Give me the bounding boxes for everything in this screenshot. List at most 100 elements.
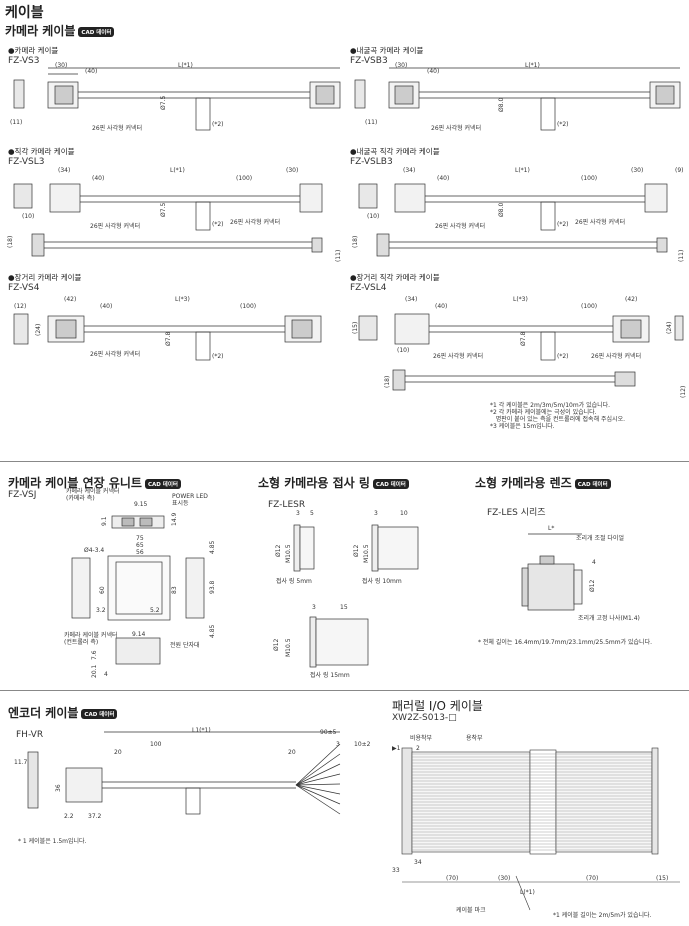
dim-label: 56 <box>136 549 144 556</box>
dim-label: Ø8.0 <box>498 98 505 112</box>
dim-label: (15) <box>656 875 668 882</box>
dim-label: (15) <box>352 322 359 334</box>
dim-label: 4.85 <box>209 540 216 554</box>
drawing-fz-les: L* 조리개 조절 다이얼 조리개 고정 나사(M1.4) 4 Ø12 <box>521 525 640 622</box>
parallel-title: 패러럴 I/O 케이블 <box>392 699 483 713</box>
cad-badge[interactable]: CAD 데이터 <box>78 26 115 37</box>
parallel-label: 용착부 <box>466 734 483 742</box>
item-model: FZ-VSL4 <box>350 283 387 293</box>
dim-label: (9) <box>675 167 684 174</box>
ext-label: (카메라 측) <box>66 495 95 502</box>
item-bullet: ●직각 카메라 케이블 <box>8 147 75 156</box>
dim-label: (11) <box>365 119 377 126</box>
dim-label: (40) <box>100 303 112 310</box>
dim-label: 90±5 <box>320 729 337 736</box>
dim-label: (30) <box>395 62 407 69</box>
dim-label: Ø7.8 <box>165 332 172 346</box>
dim-label: (40) <box>427 68 439 75</box>
encoder-note: * 1 케이블은 1.5m입니다. <box>18 838 87 845</box>
drawing-fz-vs4: (12) (42) (40) L(*3) (100) (24) (*2) Ø7.… <box>13 296 322 361</box>
dim-label: 93.8 <box>209 580 216 594</box>
dim-label: (*2) <box>212 121 224 128</box>
dim-label: 9.1 <box>101 516 108 526</box>
drawing-fz-vslb3: (34) (40) L(*1) (100) (30) (9) (10) (*2)… <box>352 167 685 262</box>
extension-model: FZ-VSJ <box>8 490 37 500</box>
encoder-model: FH-VR <box>16 730 44 740</box>
dim-label: (10) <box>22 213 34 220</box>
dim-label: ▶1 <box>392 745 401 752</box>
dim-label: (100) <box>581 175 597 182</box>
dim-label: M10.5 <box>363 544 370 563</box>
dim-label: 5.2 <box>150 607 160 614</box>
dim-label: (18) <box>384 376 391 388</box>
lens-model: FZ-LES 시리즈 <box>487 508 546 518</box>
dim-label: 3.2 <box>96 607 106 614</box>
dim-label: L(*1) <box>515 167 530 174</box>
dim-label: 65 <box>136 542 144 549</box>
lens-label: 조리개 고정 나사(M1.4) <box>578 614 640 622</box>
cad-badge[interactable]: CAD 데이터 <box>144 478 181 489</box>
dim-label: 20 <box>288 749 296 756</box>
dim-label: 2.2 <box>64 813 74 820</box>
item-model: FZ-VSB3 <box>350 56 388 66</box>
dim-label: (40) <box>85 68 97 75</box>
dim-label: 20.1 <box>91 664 98 678</box>
lens-note: * 전체 길이는 16.4mm/19.7mm/23.1mm/25.5mm가 있습… <box>478 639 652 646</box>
dim-label: 11.7 <box>14 759 28 766</box>
ring-label: 접사 링 5mm <box>276 577 312 585</box>
dim-label: (40) <box>437 175 449 182</box>
dim-label: (30) <box>631 167 643 174</box>
dim-label: Ø12 <box>273 638 280 651</box>
dim-label: (34) <box>58 167 70 174</box>
dim-label: 3 <box>312 604 316 611</box>
dim-label: 10 <box>400 510 408 517</box>
drawing-fz-vsb3: (30) (40) L(*1) (11) (*2) Ø8.0 26핀 사각형 커… <box>354 62 681 132</box>
dim-label: 36 <box>55 784 62 792</box>
ext-label: 카메라 케이블 커넥터 <box>64 632 118 639</box>
dim-label: (10) <box>397 347 409 354</box>
cad-badge[interactable]: CAD 데이터 <box>372 478 409 489</box>
cad-badge[interactable]: CAD 데이터 <box>81 708 118 719</box>
dim-label: 3 <box>374 510 378 517</box>
drawing-xw2z: 비용착부 용착부 케이블 마크 ▶1 2 33 34 (70) (30) (70… <box>392 734 680 914</box>
camera-notes: *1 각 케이블은 2m/3m/5m/10m가 있습니다. *2 각 카메라 케… <box>490 402 625 430</box>
drawing-fz-vsj: 9.15 9.1 14.9 75 65 56 Ø4-3.4 60 3.2 5.2… <box>71 501 216 678</box>
drawing-fz-vsl4: (34) (40) L(*3) (100) (42) (24) (10) (*2… <box>352 296 687 398</box>
parallel-label: 케이블 마크 <box>456 906 486 914</box>
dim-label: 3 <box>336 741 340 748</box>
dim-label: L1(*1) <box>192 727 211 734</box>
dim-label: 60 <box>99 586 106 594</box>
cad-badge[interactable]: CAD 데이터 <box>574 478 611 489</box>
lens-label: 조리개 조절 다이얼 <box>576 534 624 542</box>
dim-label: (42) <box>625 296 637 303</box>
ext-label: 카메라 케이블 커넥터 <box>66 488 120 495</box>
item-model: FZ-VSL3 <box>8 157 45 167</box>
dim-label: Ø12 <box>275 544 282 557</box>
dim-label: (34) <box>405 296 417 303</box>
dim-label: 15 <box>340 604 348 611</box>
parallel-note: *1 케이블 길이는 2m/5m가 있습니다. <box>553 912 652 919</box>
dim-label: Ø4-3.4 <box>84 547 104 554</box>
dim-label: (40) <box>435 303 447 310</box>
dim-label: (*2) <box>557 221 569 228</box>
dim-label: (*2) <box>212 221 224 228</box>
item-model: FZ-VS3 <box>8 56 40 66</box>
connector-label: 26핀 사각형 커넥터 <box>92 124 142 132</box>
dim-label: (10) <box>367 213 379 220</box>
item-model: FZ-VS4 <box>8 283 40 293</box>
dim-label: (30) <box>498 875 510 882</box>
dim-label: (24) <box>666 322 673 334</box>
dim-label: 5 <box>310 510 314 517</box>
item-model: FZ-VSLB3 <box>350 157 393 167</box>
dim-label: 33 <box>392 867 400 874</box>
parallel-model: XW2Z-S013-□ <box>392 713 457 723</box>
dim-label: (70) <box>586 875 598 882</box>
connector-label: 26핀 사각형 커넥터 <box>435 222 485 230</box>
dim-label: 2 <box>416 745 420 752</box>
drawing-fz-lesr: 3 5 3 10 3 15 Ø12 M10.5 Ø12 M10.5 Ø12 M1… <box>273 510 419 679</box>
ext-label: 표시등 <box>172 500 189 507</box>
dim-label: 4.85 <box>209 624 216 638</box>
dim-label: (100) <box>240 303 256 310</box>
